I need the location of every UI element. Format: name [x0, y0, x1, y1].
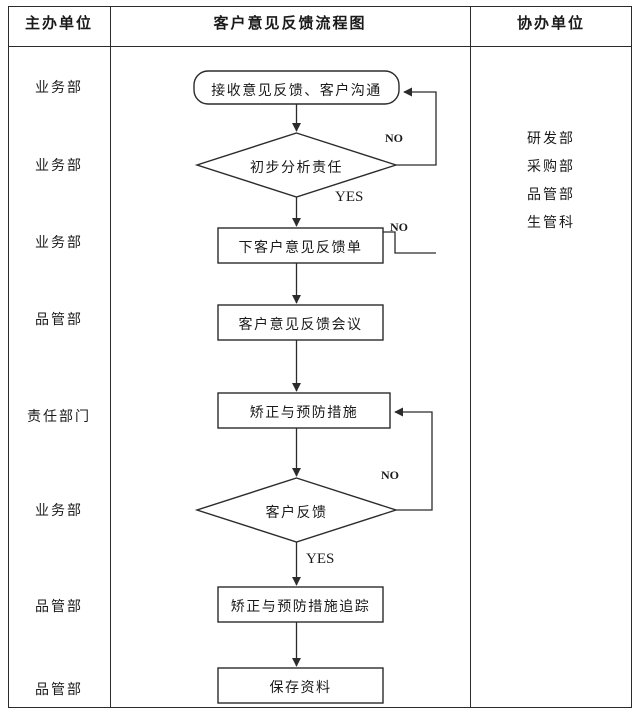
- owner-row-label-7: 品管部: [35, 600, 83, 615]
- support-unit-4: 生管科: [527, 216, 575, 231]
- connector-d2-n4-no: [394, 407, 433, 511]
- edge-label-d2-yes: YES: [306, 551, 335, 567]
- owner-row-label-5: 责任部门: [27, 410, 91, 425]
- owner-row-label-6: 业务部: [35, 504, 83, 519]
- support-unit-3: 品管部: [527, 188, 575, 203]
- support-unit-2: 采购部: [527, 160, 575, 175]
- header-row-divider: [8, 46, 632, 47]
- table-border: [8, 6, 632, 708]
- edge-label-d1-yes: YES: [335, 189, 364, 205]
- node-shape-n3: [217, 304, 384, 341]
- node-shape-d1: [194, 132, 399, 198]
- edge-label-n2-no: NO: [390, 220, 408, 234]
- column-divider-left: [110, 6, 111, 708]
- header-owner-column: 主办单位: [24, 16, 93, 32]
- connector-n2-n1-no: [383, 231, 436, 254]
- edge-label-d2-no: NO: [381, 468, 399, 482]
- node-shape-n6: [217, 667, 384, 704]
- chart-title: 客户意见反馈流程图: [213, 16, 367, 32]
- owner-row-label-1: 业务部: [35, 81, 83, 96]
- node-shape-n2: [217, 227, 384, 264]
- owner-row-label-3: 业务部: [35, 236, 83, 251]
- node-shape-n1: [193, 70, 400, 105]
- node-shape-d2: [194, 477, 399, 543]
- owner-row-label-2: 业务部: [35, 159, 83, 174]
- header-support-column: 协办单位: [516, 16, 585, 32]
- owner-row-label-4: 品管部: [35, 313, 83, 328]
- column-divider-right: [470, 6, 471, 708]
- node-shape-n4: [217, 392, 391, 429]
- edge-label-d1-no: NO: [385, 131, 403, 145]
- connector-d1-n1-no: [396, 87, 437, 166]
- support-unit-1: 研发部: [527, 132, 575, 147]
- node-shape-n5: [217, 586, 384, 623]
- owner-row-label-8: 品管部: [35, 683, 83, 698]
